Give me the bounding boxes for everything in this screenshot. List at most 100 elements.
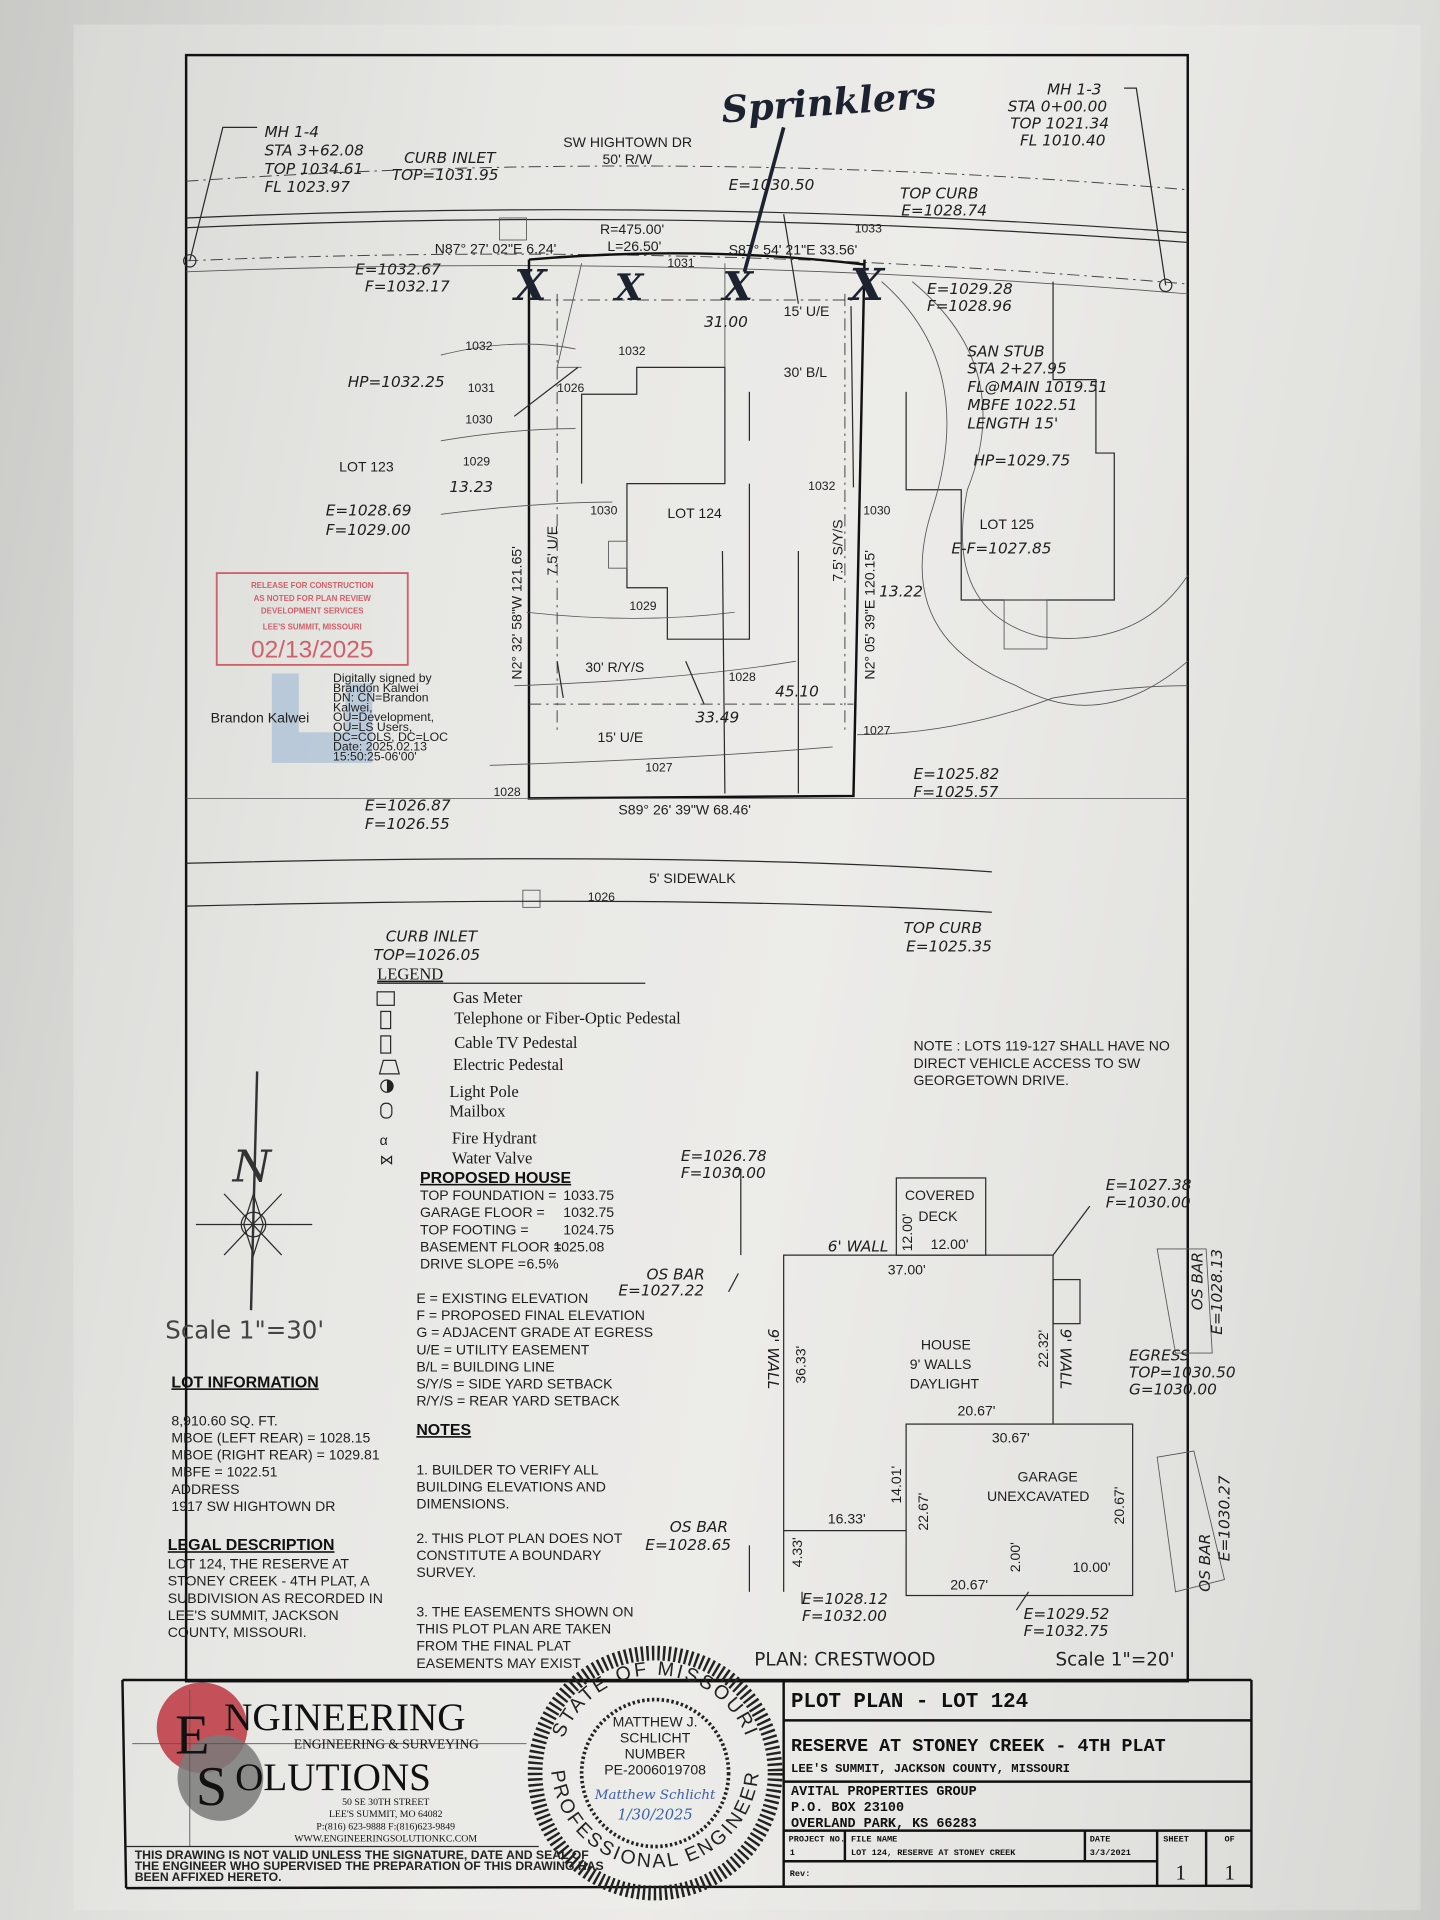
bearing-rear: S89° 26' 39"W 68.46'	[618, 801, 751, 817]
notes-title: NOTES	[416, 1422, 471, 1439]
curb-inlet-label: CURB INLET	[386, 928, 479, 946]
row-label: TOP FOUNDATION =	[420, 1187, 557, 1203]
elev-f: F=1026.55	[365, 815, 450, 833]
row-label: BASEMENT FLOOR =	[420, 1238, 562, 1254]
bearing-right: N2° 05' 39"E 120.15'	[861, 550, 877, 680]
left-edge	[121, 1679, 128, 1889]
seal-line: MATTHEW J.	[613, 1714, 698, 1730]
right-sys: 7.5' S/Y/S	[829, 519, 845, 581]
cable-tv-pedestal-icon	[380, 1035, 392, 1054]
contour-label: 1031	[468, 381, 495, 395]
house-label: 9' WALLS	[910, 1356, 972, 1372]
top-curb-elevation: E=1028.74	[901, 202, 987, 220]
row-label: DRIVE SLOPE =	[420, 1256, 526, 1272]
front-setback: 31.00	[704, 313, 748, 331]
of-label: OF	[1224, 1835, 1234, 1845]
top-curb-label: TOP CURB	[900, 184, 978, 202]
logo-gray-circle	[177, 1735, 264, 1821]
elev-f: F=1032.17	[365, 277, 450, 295]
signer-name: Brandon Kalwei	[211, 709, 310, 725]
legend-item: Electric Pedestal	[453, 1055, 564, 1074]
title-block: PLOT PLAN - LOT 124 RESERVE AT STONEY CR…	[782, 1680, 1252, 1886]
elev-e: E=1025.82	[913, 765, 999, 783]
lot-info-line: MBFE = 1022.51	[171, 1464, 277, 1480]
elev-f: F=1028.96	[927, 297, 1012, 315]
lot-lines	[186, 214, 1189, 913]
contour-labels: 1032 1031 1030 1029 1028 1027 1026 1032 …	[463, 222, 891, 905]
dim: 16.33'	[828, 1510, 866, 1526]
legal-title: LEGAL DESCRIPTION	[168, 1537, 335, 1554]
bearing-left: N2° 32' 58"W 121.65'	[509, 546, 525, 679]
lot-125-label: LOT 125	[980, 516, 1035, 532]
rev-label: Rev:	[790, 1869, 811, 1879]
street-lines	[183, 87, 1188, 908]
elev-f: F=1032.00	[802, 1607, 887, 1625]
disclaimer-line: THE ENGINEER WHO SUPERVISED THE PREPARAT…	[135, 1859, 604, 1873]
plan-name: PLAN: CRESTWOOD	[754, 1649, 935, 1670]
manhole-icon	[183, 254, 197, 268]
os-bar: OS BAR	[647, 1266, 705, 1284]
row-label: TOP FOOTING =	[420, 1221, 529, 1237]
dim: 22.67'	[915, 1493, 931, 1531]
sig-line: DN: CN=Brandon	[333, 691, 429, 705]
left-offset: 13.23	[449, 478, 493, 496]
elev-e: E=1032.67	[355, 260, 441, 278]
rear-ue: 15' U/E	[598, 729, 644, 745]
abbreviation: S/Y/S = SIDE YARD SETBACK	[416, 1376, 613, 1392]
mh13-fl: FL 1010.40	[1020, 132, 1105, 150]
legend-item: Cable TV Pedestal	[454, 1033, 578, 1052]
lot-124-label: LOT 124	[667, 505, 722, 521]
paper	[73, 24, 1421, 1911]
sig-line: OU=Development,	[333, 710, 434, 724]
right-offset: 13.22	[879, 582, 923, 600]
dim: 20.67'	[950, 1576, 988, 1592]
sheet-number: 1	[1176, 1861, 1186, 1885]
street-name: SW HIGHTOWN DR	[563, 134, 692, 150]
curb-inlet-label: CURB INLET	[404, 149, 497, 167]
note-line: CONSTITUTE A BOUNDARY	[416, 1547, 602, 1563]
abbreviation: R/Y/S = REAR YARD SETBACK	[416, 1393, 620, 1409]
egress-grade: G=1030.00	[1129, 1381, 1217, 1399]
mh14-fl: FL 1023.97	[264, 178, 350, 196]
wall-height: 9' WALL	[764, 1329, 782, 1390]
mh14-label: MH 1-4	[264, 123, 319, 141]
elev-ef: E-F=1027.85	[951, 539, 1051, 557]
contour-label: 1031	[667, 256, 694, 270]
san-stub-sta: STA 2+27.95	[967, 359, 1066, 377]
dim: 20.67'	[958, 1403, 996, 1419]
building-line: 30' B/L	[784, 364, 828, 380]
file-name-label: FILE NAME	[851, 1835, 897, 1845]
sig-line: Brandon Kalwei	[333, 681, 419, 695]
proposed-house-title: PROPOSED HOUSE	[420, 1170, 571, 1187]
dim: 10.00'	[1073, 1559, 1111, 1575]
row-value: 1033.75	[563, 1187, 614, 1203]
date: 3/3/2021	[1090, 1848, 1131, 1858]
house-label: DAYLIGHT	[910, 1376, 980, 1392]
legal-line: SUBDIVISION AS RECORDED IN	[168, 1590, 383, 1606]
elev-e: E=1027.38	[1106, 1176, 1192, 1194]
egress-top: TOP=1030.50	[1129, 1364, 1236, 1382]
lot-info-title: LOT INFORMATION	[171, 1374, 318, 1391]
curve-length: L=26.50'	[607, 238, 661, 254]
abbreviation: F = PROPOSED FINAL ELEVATION	[416, 1307, 645, 1323]
contour-label: 1027	[863, 724, 890, 738]
house-width: 37.00'	[888, 1262, 926, 1278]
address-line: P:(816) 623-9888 F:(816)623-9849	[316, 1821, 455, 1832]
release-stamp: RELEASE FOR CONSTRUCTION AS NOTED FOR PL…	[215, 572, 409, 666]
legal-line: COUNTY, MISSOURI.	[168, 1624, 307, 1640]
elev-e: E=1026.87	[365, 797, 451, 815]
row-label: GARAGE FLOOR =	[420, 1204, 545, 1220]
san-stub-fl: FL@MAIN 1019.51	[967, 378, 1107, 396]
elev-e: E=1029.28	[927, 280, 1013, 298]
os-bar-elev: E=1028.13	[1208, 1249, 1226, 1335]
address-line: WWW.ENGINEERINGSOLUTIONKC.COM	[294, 1834, 477, 1845]
elev-f: F=1030.00	[1106, 1193, 1191, 1211]
note-line: GEORGETOWN DRIVE.	[913, 1072, 1068, 1088]
contour-label: 1030	[465, 413, 492, 427]
sig-line: OU=LS Users,	[333, 720, 412, 734]
note-line: EASEMENTS MAY EXIST	[416, 1655, 581, 1671]
note-line: DIRECT VEHICLE ACCESS TO SW	[913, 1055, 1141, 1071]
os-bar-elev: E=1030.27	[1215, 1475, 1233, 1561]
legend-item: Telephone or Fiber-Optic Pedestal	[454, 1009, 681, 1028]
